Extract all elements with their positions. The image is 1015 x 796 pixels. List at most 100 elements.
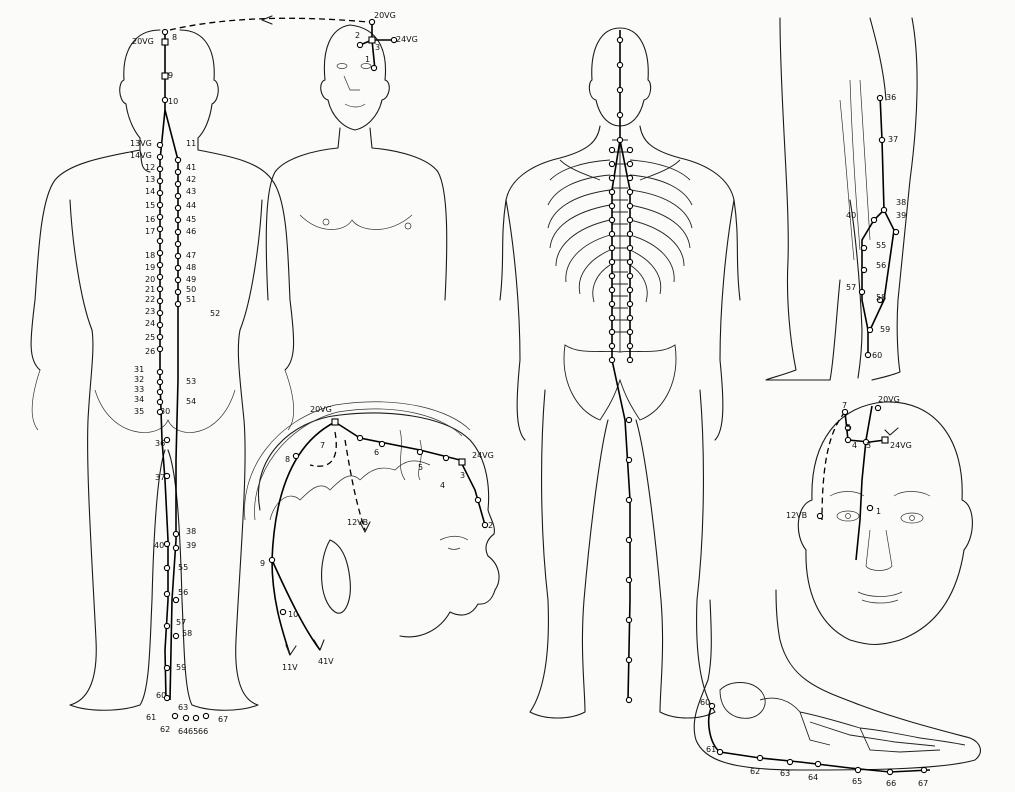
back-acupoint-22: [157, 346, 162, 351]
label-12vb-face: 12VB: [786, 511, 807, 520]
label-56-back: 56: [178, 588, 188, 597]
back-acupoint-10: [157, 202, 162, 207]
back-acupoint-2: [162, 39, 168, 45]
back-acupoint-35: [175, 301, 180, 306]
skeleton-acupoint-14: [609, 203, 614, 208]
skeleton-acupoint-9: [627, 161, 632, 166]
head-side-labels: 20VG 24VG 7 6 5 4 3 2 8 9 10 12VB 11V 41…: [260, 405, 494, 672]
head-side-acupoint-1: [332, 419, 338, 425]
label-50-back: 50: [186, 285, 196, 294]
figure-head-side-view: [245, 402, 499, 637]
leg-acupoint-4: [871, 217, 876, 222]
label-14vg-back: 14VG: [130, 151, 152, 160]
skeleton-acupoint-20: [609, 245, 614, 250]
foot-acupoint-8: [921, 767, 926, 772]
label-62-back: 62: [160, 725, 170, 734]
leg-acupoint-1: [877, 95, 882, 100]
label-60-back: 60: [156, 691, 166, 700]
label-24vg-front: 24VG: [396, 35, 418, 44]
back-acupoint-46: [164, 623, 169, 628]
head-side-acupoint-10: [269, 557, 274, 562]
label-45-back: 45: [186, 215, 196, 224]
label-13vg-back: 13VG: [130, 139, 152, 148]
label-65-back: 65: [188, 727, 198, 736]
label-40-back: 40: [154, 541, 164, 550]
head-side-acupoint-4: [417, 449, 422, 454]
bladder-meridian-leg: [862, 95, 894, 355]
skeleton-acupoint-25: [627, 273, 632, 278]
leg-acupoint-7: [861, 267, 866, 272]
skeleton-acupoint-13: [627, 189, 632, 194]
label-2-front: 2: [355, 31, 360, 40]
back-acupoint-36: [157, 369, 162, 374]
back-acupoint-18: [157, 298, 162, 303]
front-acupoint-5: [371, 65, 376, 70]
skeleton-acupoint-11: [627, 175, 632, 180]
back-acupoint-15: [157, 262, 162, 267]
label-15-back: 15: [145, 201, 155, 210]
figure-foot-side: [694, 590, 980, 770]
skeleton-acupoint-26: [609, 287, 614, 292]
back-acupoint-45: [164, 591, 169, 596]
label-51-back: 51: [186, 295, 196, 304]
label-38-leg: 38: [896, 198, 906, 207]
back-acupoint-55: [193, 715, 198, 720]
back-acupoint-7: [157, 166, 162, 171]
label-67-foot: 67: [918, 779, 928, 788]
foot-labels: 60 61 62 63 64 65 66 67: [700, 698, 928, 788]
leg-acupoint-6: [861, 245, 866, 250]
skeleton-acupoint-23: [627, 259, 632, 264]
label-53-back: 53: [186, 377, 196, 386]
head-side-acupoint-5: [443, 455, 448, 460]
label-20vg-face: 20VG: [878, 395, 900, 404]
label-35-back: 35: [134, 407, 144, 416]
back-acupoint-31: [175, 253, 180, 258]
skeleton-acupoint-5: [617, 137, 622, 142]
label-11v-side: 11V: [282, 663, 298, 672]
back-acupoint-50: [173, 545, 178, 550]
skeleton-acupoint-28: [609, 301, 614, 306]
head-side-acupoint-2: [357, 435, 362, 440]
label-59-back: 59: [176, 663, 186, 672]
front-acupoint-3: [357, 42, 362, 47]
head-side-acupoint-9: [293, 453, 298, 458]
back-acupoint-29: [175, 229, 180, 234]
skeleton-acupoint-34: [609, 343, 614, 348]
skeleton-acupoint-6: [609, 147, 614, 152]
label-66-foot: 66: [886, 779, 896, 788]
label-63-foot: 63: [780, 769, 790, 778]
skeleton-acupoint-30: [609, 315, 614, 320]
skeleton-acupoint-10: [609, 175, 614, 180]
label-55-back: 55: [178, 563, 188, 572]
skeleton-acupoint-44: [626, 657, 631, 662]
back-acupoint-28: [175, 217, 180, 222]
label-60-leg: 60: [872, 351, 882, 360]
label-65-foot: 65: [852, 777, 862, 786]
label-12vb-side: 12VB: [347, 518, 368, 527]
leg-acupoint-8: [859, 289, 864, 294]
back-acupoint-6: [157, 154, 162, 159]
back-acupoint-13: [157, 238, 162, 243]
label-18-back: 18: [145, 251, 155, 260]
label-34-back: 34: [134, 395, 144, 404]
face-labels: 20VG 7 5 4 3 24VG 1 12VB: [786, 395, 912, 520]
skeleton-acupoint-19: [627, 231, 632, 236]
back-acupoint-32: [175, 265, 180, 270]
label-43-back: 43: [186, 187, 196, 196]
label-57-back: 57: [176, 618, 186, 627]
label-66-back: 66: [198, 727, 208, 736]
label-39-back: 39: [186, 541, 196, 550]
front-acupoint-1: [369, 19, 374, 24]
label-8-back: 8: [172, 33, 177, 42]
back-acupoint-12: [157, 226, 162, 231]
back-acupoint-38: [157, 389, 162, 394]
label-20vg-side: 20VG: [310, 405, 332, 414]
label-8-side: 8: [285, 455, 290, 464]
back-acupoint-44: [164, 565, 169, 570]
skeleton-acupoint-3: [617, 87, 622, 92]
back-acupoint-5: [157, 142, 162, 147]
skeleton-acupoint-8: [609, 161, 614, 166]
label-20-back: 20: [145, 275, 155, 284]
label-64-foot: 64: [808, 773, 818, 782]
back-acupoint-17: [157, 286, 162, 291]
